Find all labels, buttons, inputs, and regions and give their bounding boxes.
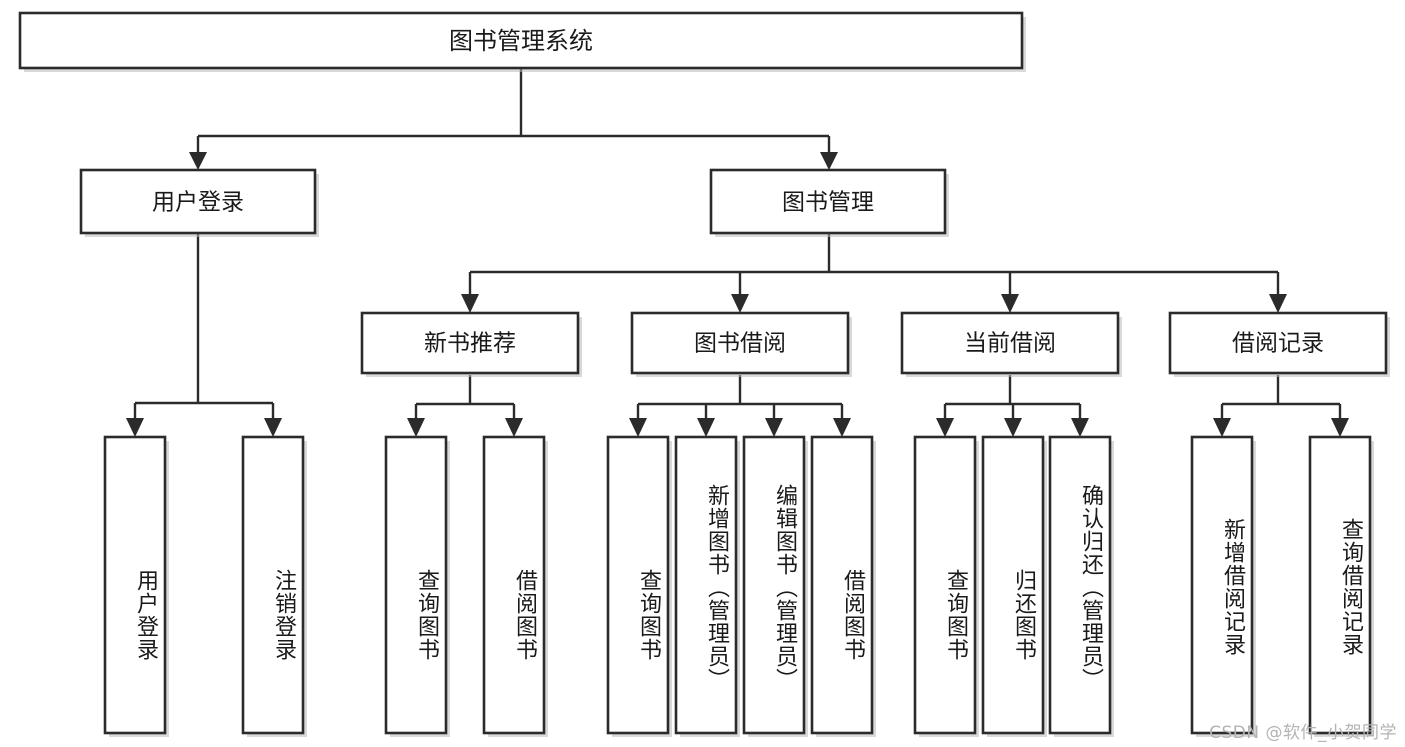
arrow-to-borrow-record	[1269, 294, 1287, 313]
arrow-to-leaf-logout-login	[264, 418, 282, 437]
arrow-to-leaf-add-record	[1213, 418, 1231, 437]
arrow-to-leaf-edit-book	[765, 418, 783, 437]
arrow-to-current-borrow	[1001, 294, 1019, 313]
leaf-query-record-box[interactable]	[1308, 435, 1372, 735]
leaf-return-book-box[interactable]	[981, 435, 1045, 735]
arrow-to-leaf-query-book-3	[936, 418, 954, 437]
user-login-node-box[interactable]	[79, 168, 317, 235]
arrow-to-leaf-query-book-1	[407, 418, 425, 437]
leaf-query-book-3-box[interactable]	[913, 435, 977, 735]
csdn-watermark: CSDN @软件_小贺同学	[1209, 723, 1397, 743]
arrow-to-user-login	[189, 152, 207, 170]
arrow-to-leaf-confirm-return	[1071, 418, 1089, 437]
current-borrow-node-box[interactable]	[900, 311, 1120, 375]
new-book-recommend-node-box[interactable]	[360, 311, 580, 375]
arrow-to-leaf-return-book	[1004, 418, 1022, 437]
arrow-to-book-management	[820, 152, 838, 170]
borrow-record-node-box[interactable]	[1168, 311, 1388, 375]
current-borrow-node-label: 当前借阅	[964, 331, 1056, 357]
arrow-to-leaf-query-book-2	[629, 418, 647, 437]
root-node-box[interactable]	[18, 11, 1024, 70]
leaf-query-book-1-box[interactable]	[384, 435, 448, 735]
leaf-add-record-box[interactable]	[1190, 435, 1254, 735]
arrow-to-leaf-borrow-book-1	[505, 418, 523, 437]
user-login-node-label: 用户登录	[152, 190, 244, 216]
leaf-add-book-box[interactable]	[674, 435, 738, 735]
leaf-user-login-box[interactable]	[103, 435, 167, 735]
leaf-logout-login-box[interactable]	[241, 435, 305, 735]
leaf-confirm-return-box[interactable]	[1048, 435, 1112, 735]
book-borrow-node-box[interactable]	[630, 311, 850, 375]
arrow-to-leaf-add-book	[697, 418, 715, 437]
borrow-record-node-label: 借阅记录	[1232, 331, 1324, 357]
root-node-label: 图书管理系统	[449, 27, 593, 55]
arrow-to-leaf-borrow-book-2	[833, 418, 851, 437]
book-borrow-node-label: 图书借阅	[694, 331, 786, 357]
arrow-to-book-borrow	[731, 294, 749, 313]
leaf-borrow-book-1-box[interactable]	[482, 435, 546, 735]
arrow-to-leaf-user-login	[126, 418, 144, 437]
node-layer: 图书管理系统 用户登录 图书管理 新书推荐 图书借阅 当前借阅 借阅记录	[18, 11, 1390, 737]
arrow-to-leaf-query-record	[1331, 418, 1349, 437]
book-management-node-box[interactable]	[709, 168, 947, 235]
leaf-query-book-2-box[interactable]	[606, 435, 670, 735]
leaf-borrow-book-2-box[interactable]	[810, 435, 874, 735]
book-management-node-label: 图书管理	[782, 190, 874, 216]
leaf-edit-book-box[interactable]	[742, 435, 806, 735]
edge-layer	[126, 68, 1349, 437]
new-book-recommend-node-label: 新书推荐	[424, 331, 516, 357]
arrow-to-new-book-recommend	[461, 294, 479, 313]
